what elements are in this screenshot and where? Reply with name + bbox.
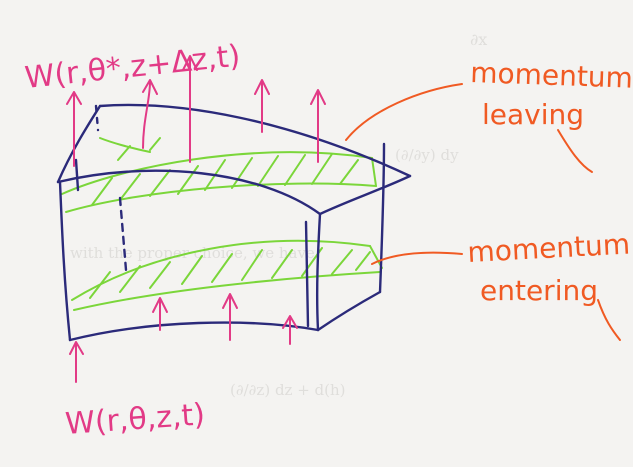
green-side-edge (371, 157, 377, 187)
box-top-right-edge (318, 174, 412, 216)
box-bottom-right-edge (316, 290, 382, 332)
ghost-text-4: (∂/∂z) dz + d(h) (230, 381, 346, 399)
arrow-top-2 (142, 79, 158, 149)
leader-line-leaving (345, 83, 463, 141)
top-arrows (66, 55, 326, 167)
box-left-vertical (58, 180, 72, 342)
box-hidden-edge-2 (94, 104, 100, 132)
leader-lines (345, 83, 621, 341)
box-hidden-edge (118, 196, 128, 272)
box-left-inner-vertical (74, 158, 80, 192)
green-back-edge (99, 137, 151, 153)
green-bottom-edge-lower (73, 271, 381, 311)
arrow-top-4 (254, 79, 270, 133)
leaving-line-2: leaving (482, 98, 584, 131)
arrow-top-5 (310, 89, 326, 163)
green-hatch-bottom (89, 247, 371, 299)
green-slab (61, 137, 383, 311)
control-volume-box (56, 103, 412, 342)
ghost-text-2: (∂/∂y) dy (395, 146, 459, 164)
box-top-front-edge (56, 169, 322, 216)
momentum-leaving-label: momentum leaving (470, 56, 633, 131)
arrow-bottom-1 (69, 341, 84, 383)
arrow-top-1 (66, 91, 82, 167)
leader-line-entering (371, 251, 463, 265)
entering-line-2: entering (480, 274, 598, 307)
entering-line-1: momentum (467, 228, 631, 269)
bottom-arrows (69, 293, 298, 383)
entering-tail (597, 299, 621, 341)
arrow-bottom-4 (282, 315, 298, 345)
box-bottom-front-edge (68, 321, 320, 342)
arrow-bottom-2 (152, 297, 168, 331)
top-flux-label: W(r,θ*,z+Δz,t) (23, 39, 242, 96)
bottom-flux-label: W(r,θ,z,t) (64, 397, 206, 442)
leaving-line-1: momentum (470, 56, 633, 95)
green-bottom-edge-upper (71, 239, 371, 301)
box-back-right-vertical (378, 142, 386, 294)
arrow-bottom-3 (222, 293, 238, 341)
show-through-text: ∂x (∂/∂y) dy with the proper choice, we … (70, 30, 487, 399)
box-inner-front-vertical (304, 220, 310, 328)
flux-arrows (66, 55, 326, 383)
green-top-edge-lower (65, 182, 377, 213)
momentum-entering-label: momentum entering (467, 228, 631, 307)
ghost-text-1: ∂x (470, 30, 487, 49)
box-top-back-edge (98, 103, 412, 178)
green-top-edge-upper (61, 151, 373, 195)
leaving-tail (557, 129, 593, 173)
arrow-top-3 (182, 55, 198, 163)
box-front-right-vertical (315, 212, 322, 332)
box-top-left-edge (56, 104, 102, 184)
